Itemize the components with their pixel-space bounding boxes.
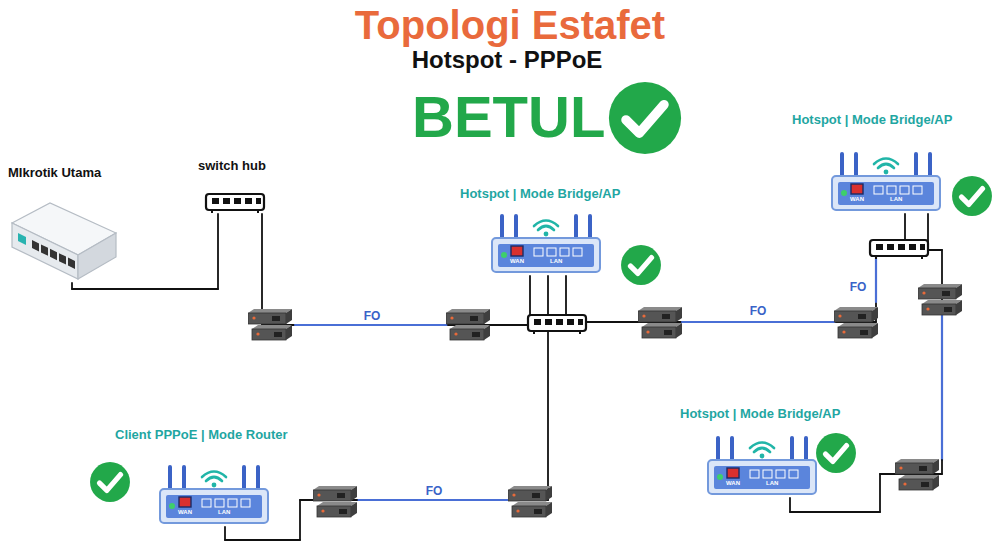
device-label: Hotspot | Mode Bridge/AP bbox=[460, 186, 620, 202]
check-badge bbox=[90, 462, 130, 502]
link-segment bbox=[790, 511, 880, 513]
check-badge bbox=[952, 176, 992, 216]
check-badge bbox=[816, 433, 856, 473]
link-segment bbox=[299, 500, 301, 540]
link-segment bbox=[295, 324, 448, 326]
link-segment bbox=[789, 498, 791, 512]
port-label: WAN bbox=[850, 196, 864, 203]
media-converter bbox=[918, 284, 962, 315]
network-link bbox=[566, 214, 905, 322]
status-label: BETUL bbox=[412, 84, 605, 150]
network-link bbox=[262, 214, 530, 325]
link-segment bbox=[217, 214, 219, 289]
media-converter bbox=[638, 307, 682, 338]
device-node: switch hub bbox=[198, 158, 266, 214]
link-segment bbox=[224, 527, 226, 540]
link-segment bbox=[261, 214, 263, 325]
device-label: Hotspot | Mode Bridge/AP bbox=[792, 112, 952, 128]
check-badge bbox=[621, 245, 661, 285]
port-label: WAN bbox=[178, 509, 192, 516]
check-badge bbox=[609, 82, 681, 154]
link-segment bbox=[72, 288, 218, 290]
link-segment bbox=[941, 460, 943, 474]
device-label: Client PPPoE | Mode Router bbox=[115, 427, 288, 443]
link-label: FO bbox=[362, 309, 383, 323]
diagram-title: Topologi Estafet bbox=[355, 2, 665, 48]
device-label: Hotspot | Mode Bridge/AP bbox=[680, 406, 840, 422]
network-switch bbox=[870, 240, 928, 259]
router-icon bbox=[706, 434, 818, 498]
link-segment bbox=[879, 474, 881, 512]
media-converter bbox=[313, 486, 357, 517]
link-label: FO bbox=[748, 304, 769, 318]
network-link bbox=[225, 276, 548, 540]
port-label: LAN bbox=[550, 258, 562, 265]
device-label: switch hub bbox=[198, 158, 266, 174]
subtitle: Hotspot - PPPoE bbox=[412, 46, 603, 74]
mikrotik-router-icon bbox=[10, 199, 118, 283]
link-segment bbox=[682, 321, 836, 323]
port-label: LAN bbox=[890, 196, 902, 203]
router-icon bbox=[830, 150, 942, 214]
port-label: WAN bbox=[510, 258, 524, 265]
router-icon bbox=[158, 463, 270, 527]
port-label: LAN bbox=[766, 480, 778, 487]
network-switch bbox=[528, 315, 586, 334]
port-label: WAN bbox=[726, 480, 740, 487]
link-segment bbox=[547, 276, 549, 500]
link-label: FO bbox=[848, 280, 869, 294]
link-segment bbox=[225, 539, 300, 541]
link-segment bbox=[941, 314, 943, 460]
link-segment bbox=[357, 499, 508, 501]
device-node: Hotspot | Mode Bridge/AP bbox=[792, 112, 952, 214]
device-node: MIkrotik Utama bbox=[8, 165, 118, 283]
device-node: Hotspot | Mode Bridge/AP bbox=[680, 406, 840, 498]
device-node: Hotspot | Mode Bridge/AP bbox=[460, 186, 620, 276]
media-converter bbox=[895, 459, 939, 490]
device-label: MIkrotik Utama bbox=[8, 165, 118, 181]
router-icon bbox=[490, 212, 602, 276]
media-converter bbox=[508, 486, 552, 517]
media-converter bbox=[834, 307, 878, 338]
media-converter bbox=[446, 309, 490, 340]
switch-icon bbox=[204, 188, 266, 214]
media-converter bbox=[248, 309, 292, 340]
device-node: Client PPPoE | Mode Router bbox=[115, 427, 288, 527]
link-label: FO bbox=[424, 484, 445, 498]
link-segment bbox=[928, 249, 942, 251]
port-label: LAN bbox=[218, 509, 230, 516]
